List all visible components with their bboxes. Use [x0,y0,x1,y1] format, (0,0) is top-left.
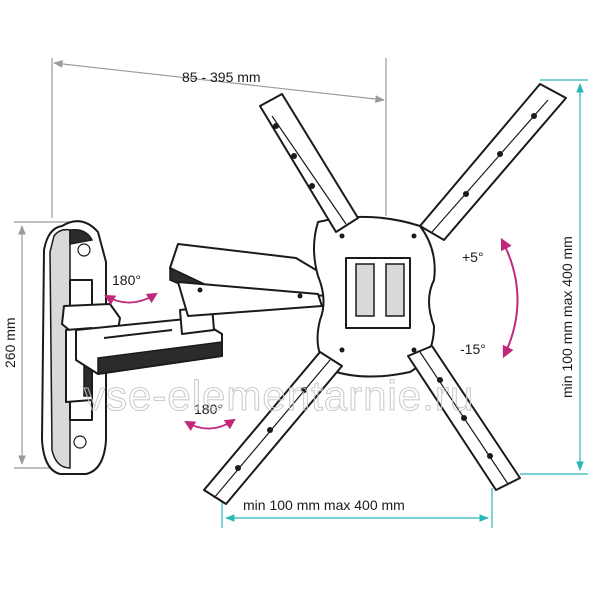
wall-plate-edge [49,228,71,469]
vesa-arm-hole [301,387,307,393]
upper-swivel-arrow [104,292,158,306]
vesa-horizontal-label: min 100 mm max 400 mm [243,497,405,513]
vesa-arm-hole [291,153,297,159]
wall-plate-height-label: 260 mm [2,317,18,368]
vesa-plate [203,83,567,505]
vesa-arm-hole [487,453,493,459]
tilt-head-bolt [197,287,203,293]
vesa-plate-hole [339,347,345,353]
lower-swivel-arrow [184,418,236,432]
lower-swivel-label: 180° [194,401,223,417]
extension-dimension-line [53,60,385,103]
arm-detail-line [103,329,173,339]
vesa-mount-slot-right [385,263,405,317]
tilt-indicator: +5° -15° [460,237,519,359]
vesa-arm-slot [431,99,549,233]
upper-swivel-label: 180° [112,272,141,288]
vesa-vertical-dimension: min 100 mm max 400 mm [520,79,588,475]
tilt-head [169,243,327,317]
vesa-plate-hole [411,233,417,239]
wall-screw-hole-top [77,243,91,257]
vesa-arm-upper-left [259,93,359,233]
tilt-down-label: -15° [460,341,486,357]
vesa-arm-hole [273,123,279,129]
lower-swivel-indicator: 180° [184,401,236,432]
vesa-horizontal-dimension: min 100 mm max 400 mm [221,488,493,528]
vesa-plate-hole [339,233,345,239]
vesa-arm-hole [497,151,503,157]
vesa-vertical-label: min 100 mm max 400 mm [559,236,575,398]
vesa-arm-hole [437,377,443,383]
wall-plate-height-dimension: 260 mm [2,221,70,469]
arm-extension-label: 85 - 395 mm [182,69,261,85]
wall-plate-top-cap [69,228,94,245]
watermark: vse-elementarnie.ru [84,372,474,419]
vesa-arm-slot [271,115,347,225]
vesa-plate-hole [411,347,417,353]
tilt-arrow [500,237,519,359]
vesa-arm-hole [463,191,469,197]
tilt-head-bolt-2 [297,293,303,299]
tilt-head-side [177,281,323,317]
tilt-up-label: +5° [462,249,484,265]
wall-screw-hole-bottom [73,435,87,449]
vesa-arm-hole [267,427,273,433]
upper-swivel-indicator: 180° [104,272,158,306]
vesa-mount-slot-left [355,263,375,317]
vesa-arm-hole [531,113,537,119]
vesa-arm-hole [461,415,467,421]
arm-segment-shadow [97,341,223,375]
arm-extension-dimension: 85 - 395 mm [51,58,387,218]
vesa-arm-hole [309,183,315,189]
vesa-arm-hole [235,465,241,471]
